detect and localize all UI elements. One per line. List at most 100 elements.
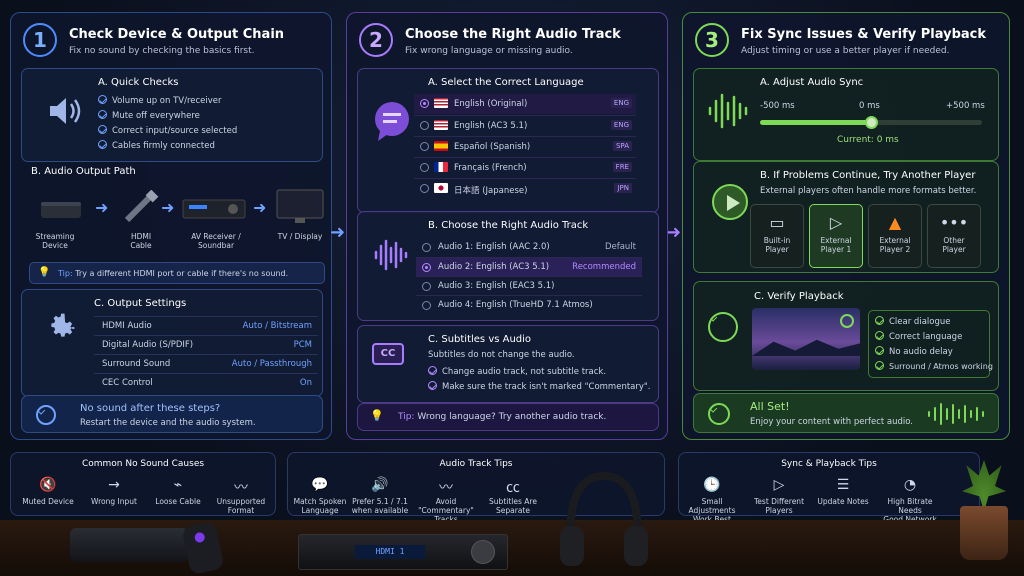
monitor-icon: ▭ (769, 213, 785, 232)
player-title: B. If Problems Continue, Try Another Pla… (760, 170, 976, 181)
step-number: 3 (695, 23, 729, 57)
arrow-right-icon: ➜ (161, 198, 175, 217)
sync-title: A. Adjust Audio Sync (760, 77, 864, 88)
sync-max-label: +500 ms (946, 101, 985, 111)
no-sound-card: No sound after these steps? Restart the … (21, 395, 323, 433)
sync-tip-item: 🕒Small Adjustments Work Best (681, 477, 743, 524)
check-item: Mute off everywhere (98, 109, 237, 124)
language-option[interactable]: English (Original)ENG (414, 94, 636, 114)
sync-tip-item: ◔High Bitrate Needs Good Network (875, 477, 945, 524)
player-option[interactable]: ▲External Player 2 (868, 204, 922, 268)
check-circle-icon (708, 312, 738, 342)
sync-slider-handle[interactable] (865, 116, 878, 129)
cc-icon: CC (372, 343, 404, 365)
path-node: Streaming Device (35, 232, 75, 250)
check-circle-icon (36, 405, 56, 425)
flag-icon (434, 183, 448, 193)
language-option[interactable]: Español (Spanish)SPA (414, 136, 636, 156)
language-code-badge: ENG (610, 120, 632, 130)
play-icon: ▷ (773, 477, 785, 493)
check-icon (98, 125, 107, 134)
check-icon (875, 316, 884, 325)
waveform-icon (708, 93, 748, 129)
setting-row[interactable]: Digital Audio (S/PDIF)PCM (94, 335, 318, 354)
track-title: B. Choose the Right Audio Track (428, 220, 589, 231)
check-icon (98, 95, 107, 104)
subtitle-tip: Make sure the track isn't marked "Commen… (428, 381, 651, 392)
sync-slider-track[interactable] (760, 116, 982, 129)
hdmi-cable-icon (124, 190, 159, 223)
radio-button[interactable] (422, 263, 431, 272)
language-code-badge: ENG (610, 98, 632, 108)
language-option[interactable]: Français (French)FRE (414, 157, 636, 177)
cause-item: 〰Unsupported Format (209, 477, 273, 515)
audio-track-option[interactable]: Audio 3: English (EAC3 5.1) (416, 276, 642, 295)
panel-subtitle: Adjust timing or use a better player if … (741, 46, 950, 56)
output-path-title: B. Audio Output Path (31, 166, 136, 177)
player-text: External players often handle more forma… (760, 186, 977, 196)
arrow-right-icon: ➜ (95, 198, 109, 217)
radio-button[interactable] (422, 301, 431, 310)
path-node: AV Receiver / Soundbar (191, 232, 241, 250)
play-circle-icon: ▷ (829, 213, 843, 232)
radio-button[interactable] (420, 184, 429, 193)
flag-icon (434, 120, 448, 130)
check-icon (875, 331, 884, 340)
streaming-device-icon (41, 202, 81, 218)
cc-icon: ㏄ (506, 480, 520, 496)
tip-item: 💬Match Spoken Language (290, 477, 350, 515)
no-sound-text: Restart the device and the audio system. (80, 418, 256, 428)
sync-current: Current: 0 ms (837, 135, 899, 145)
language-code-badge: SPA (612, 141, 632, 151)
sync-tips-panel: Sync & Playback Tips 🕒Small Adjustments … (678, 452, 980, 524)
verify-card: C. Verify Playback Clear dialogue Correc… (693, 281, 999, 391)
step-number: 2 (359, 23, 393, 57)
player-option[interactable]: ▷External Player 1 (809, 204, 863, 268)
streaming-box (70, 528, 188, 562)
audio-track-option[interactable]: Audio 1: English (AAC 2.0)Default (416, 238, 642, 257)
chat-bubble-icon (375, 102, 409, 141)
audio-track-option[interactable]: Audio 2: English (AC3 5.1)Recommended (416, 257, 642, 276)
track-tag: Recommended (572, 262, 636, 272)
clock-icon: 🕒 (703, 477, 721, 493)
check-icon (98, 140, 107, 149)
verify-item: Surround / Atmos working (875, 361, 993, 371)
cable-icon: ⌁ (173, 477, 183, 493)
panel-subtitle: Fix no sound by checking the basics firs… (69, 46, 255, 56)
verify-item: Correct language (875, 331, 962, 342)
radio-button[interactable] (420, 121, 429, 130)
sync-tip-item: ▷Test Different Players (749, 477, 809, 515)
sync-tips-title: Sync & Playback Tips (781, 459, 877, 469)
radio-button[interactable] (422, 282, 431, 291)
verify-item: Clear dialogue (875, 316, 950, 327)
radio-button[interactable] (420, 163, 429, 172)
radio-button[interactable] (422, 243, 431, 252)
player-option[interactable]: •••Other Player (927, 204, 981, 268)
av-receiver-icon (182, 199, 246, 219)
language-option[interactable]: 日本語 (Japanese)JPN (414, 178, 636, 198)
tip-item: 🔊Prefer 5.1 / 7.1 when available (351, 477, 409, 515)
audio-tips-title: Audio Track Tips (439, 459, 513, 469)
panel-title: Check Device & Output Chain (69, 27, 285, 42)
audio-track-option[interactable]: Audio 4: English (TrueHD 7.1 Atmos) (416, 295, 642, 314)
causes-title: Common No Sound Causes (81, 459, 205, 469)
cause-item: ⌁Loose Cable (149, 477, 207, 506)
check-item: Cables firmly connected (98, 139, 237, 154)
check-circle-icon (708, 403, 730, 425)
sync-tip-item: ☰Update Notes (815, 477, 871, 506)
radio-button[interactable] (420, 142, 429, 151)
player-option[interactable]: ▭Built-in Player (750, 204, 804, 268)
arrow-right-icon: ➜ (253, 198, 267, 217)
language-option[interactable]: English (AC3 5.1)ENG (414, 115, 636, 135)
language-title: A. Select the Correct Language (428, 77, 584, 88)
radio-button[interactable] (420, 99, 429, 108)
no-sound-title: No sound after these steps? (80, 403, 221, 414)
more-icon: ••• (939, 213, 969, 232)
language-code-badge: JPN (614, 183, 632, 193)
audio-tips-panel: Audio Track Tips 💬Match Spoken Language … (287, 452, 665, 524)
waveform-icon: 〰 (439, 480, 453, 496)
